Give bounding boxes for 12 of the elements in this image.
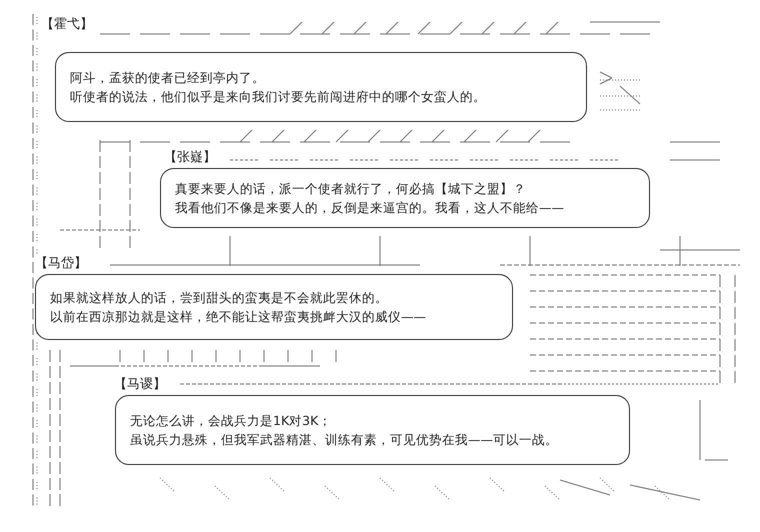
speech-bubble (115, 395, 630, 465)
speech-bubble (160, 168, 650, 228)
dialogue-text: 真要来要人的话，派一个使者就行了，何必搞【城下之盟】？ (175, 180, 527, 198)
dialogue-text: 如果就这样放人的话，尝到甜头的蛮夷是不会就此罢休的。 (50, 289, 389, 307)
dialogue-text: 我看他们不像是来要人的，反倒是来逼宫的。我看，这人不能给—— (175, 199, 565, 217)
speech-bubble (35, 274, 513, 340)
dialogue-text: 以前在西凉那边就是这样，绝不能让这帮蛮夷挑衅大汉的威仪—— (50, 308, 427, 326)
dialogue-text: 阿斗，孟获的使者已经到亭内了。 (70, 69, 266, 87)
dialogue-text: 无论怎么讲，会战兵力是1K对3K； (130, 412, 332, 430)
dialogue-text: 听使者的说法，他们似乎是来向我们讨要先前闯进府中的哪个女蛮人的。 (70, 88, 487, 106)
speech-bubble (55, 52, 587, 122)
dialogue-text: 虽说兵力悬殊，但我军武器精湛、训练有素，可见优势在我——可以一战。 (130, 431, 559, 449)
